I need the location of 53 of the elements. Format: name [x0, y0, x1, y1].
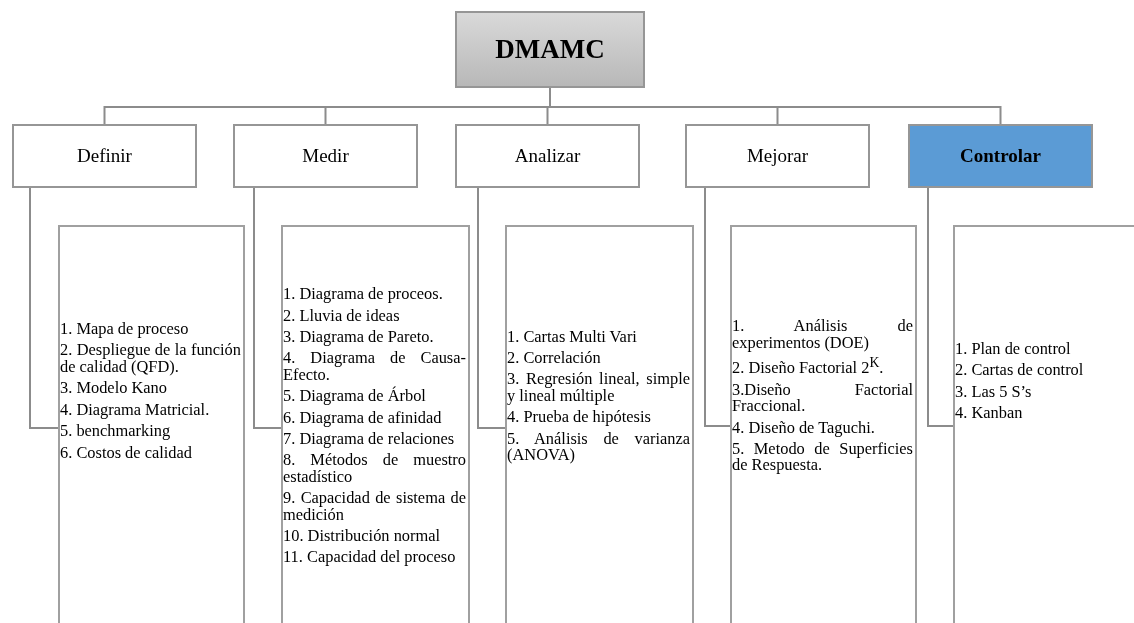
box-title: Definir [77, 145, 132, 167]
list-item: 4. Diagrama de Causa-Efecto. [283, 350, 467, 384]
list-item: 4. Kanban [955, 404, 1024, 422]
list-item: 5. Metodo de Superficies de Respuesta. [732, 441, 914, 474]
list-item: 3. Regresión lineal, simple y lineal múltiple [507, 371, 691, 405]
list-item: 1. Mapa de proceso [60, 321, 190, 338]
list-item: 2. Lluvia de ideas [283, 307, 401, 324]
list-item: 8. Métodos de muestro estadístico [283, 452, 467, 486]
list-box [505, 225, 694, 623]
list-item: 1. Diagrama de proceos. [283, 286, 444, 303]
list-item: 3.Diseño Factorial Fraccional. [732, 381, 914, 415]
list-item: 7. Diagrama de relaciones [283, 431, 456, 448]
phase-box [12, 124, 197, 188]
box-title: Controlar [960, 145, 1041, 167]
list-item: 3. Modelo Kano [60, 380, 168, 397]
list-item: 1. Cartas Multi Vari [507, 328, 638, 345]
connector-line [477, 187, 506, 429]
list-item: 10. Distribución normal [283, 528, 442, 545]
list-item: 6. Costos de calidad [60, 444, 193, 461]
list-item: 11. Capacidad del proceso [283, 549, 457, 566]
list-item: 2. Diseño Factorial 2$^{K}$. [732, 355, 885, 377]
box-title: Mejorar [746, 145, 809, 167]
list-box [730, 225, 917, 623]
list-item: 3. Las 5 S’s [955, 383, 1033, 400]
box-title: DMAMC [495, 34, 605, 65]
root-box [455, 11, 645, 88]
phase-box [685, 124, 870, 188]
connector-line [704, 187, 731, 427]
connector-line [253, 187, 282, 429]
list-item: 3. Diagrama de Pareto. [283, 328, 435, 346]
list-item: 2. Despliegue de la función de calidad (QFD). [60, 342, 242, 376]
list-item: 1. Análisis de experimentos (DOE) [732, 318, 914, 351]
list-item: 5. Diagrama de Árbol [283, 388, 427, 405]
list-box [281, 225, 470, 623]
list-item: 4. Diseño de Taguchi. [732, 419, 876, 437]
connector-line [927, 187, 954, 427]
box-title: Analizar [514, 145, 581, 167]
phase-box [908, 124, 1093, 188]
list-item: 2. Cartas de control [955, 362, 1085, 379]
list-item: 2. Correlación [507, 350, 602, 367]
list-item: 4. Prueba de hipótesis [507, 409, 652, 426]
list-box [953, 225, 1134, 623]
phase-box [455, 124, 640, 188]
list-item: 4. Diagrama Matricial. [60, 401, 211, 419]
list-item: 5. benchmarking [60, 423, 172, 440]
list-item: 1. Plan de control [955, 340, 1072, 358]
list-box [58, 225, 245, 623]
box-title: Medir [302, 145, 349, 167]
phase-box [233, 124, 418, 188]
list-item: 6. Diagrama de afinidad [283, 409, 443, 426]
list-item: 9. Capacidad de sistema de medición [283, 490, 467, 524]
list-item: 5. Análisis de varianza (ANOVA) [507, 430, 691, 464]
connector-line [29, 187, 59, 429]
